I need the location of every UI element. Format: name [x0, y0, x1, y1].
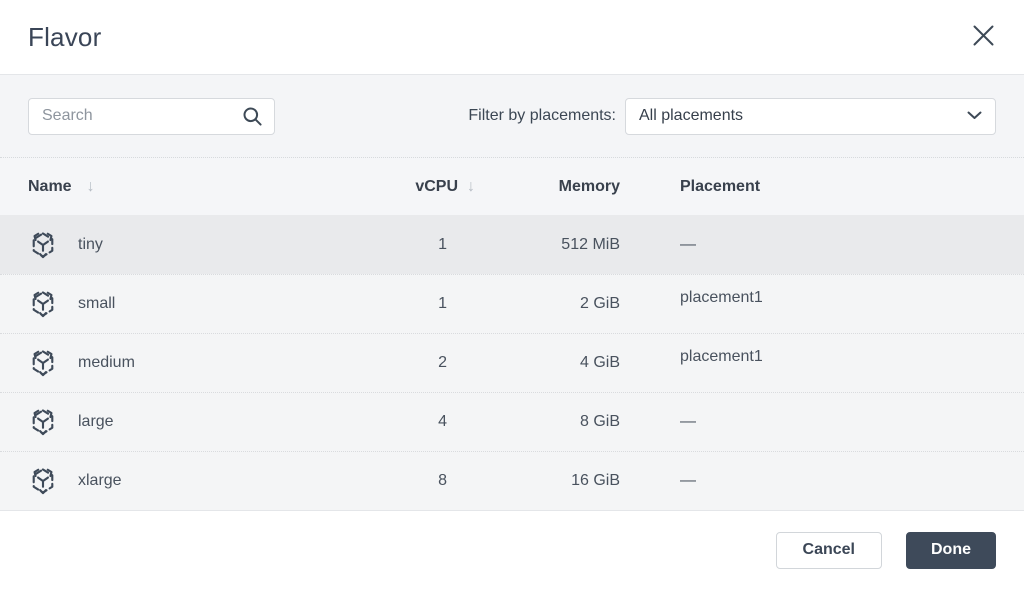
flavor-name-cell: xlarge	[24, 466, 354, 496]
memory-cell: 512 MiB	[454, 236, 620, 254]
placement-filter-select[interactable]: All placements	[625, 98, 996, 135]
flavor-cube-icon	[30, 348, 56, 378]
flavor-name-cell: tiny	[24, 230, 354, 260]
placement-filter-group: Filter by placements: All placements	[468, 98, 996, 135]
done-button[interactable]: Done	[906, 532, 996, 569]
flavor-cube-icon	[30, 230, 56, 260]
vcpu-cell: 2	[354, 354, 454, 372]
close-icon	[972, 24, 995, 50]
search-icon[interactable]	[242, 106, 263, 132]
chevron-down-icon	[967, 107, 982, 125]
page-title: Flavor	[28, 22, 101, 53]
search-box	[28, 98, 275, 135]
placement-filter-label: Filter by placements:	[468, 107, 616, 125]
memory-cell: 16 GiB	[454, 472, 620, 490]
placement-filter-value: All placements	[639, 107, 743, 125]
modal-footer: Cancel Done	[0, 510, 1024, 589]
placement-cell: —	[620, 472, 1000, 490]
column-header-placement: Placement	[620, 178, 1000, 196]
cancel-button[interactable]: Cancel	[776, 532, 882, 569]
flavor-name-cell: small	[24, 289, 354, 319]
flavor-table: Name ↓ vCPU ↓ Memory Placement tiny 1 51…	[0, 158, 1024, 510]
column-header-memory: Memory	[454, 178, 620, 196]
vcpu-cell: 1	[354, 295, 454, 313]
sort-arrow-down-icon[interactable]: ↓	[87, 179, 95, 195]
table-row-medium[interactable]: medium 2 4 GiB placement1	[0, 333, 1024, 392]
memory-cell: 4 GiB	[454, 354, 620, 372]
table-row-tiny[interactable]: tiny 1 512 MiB —	[0, 215, 1024, 274]
vcpu-cell: 4	[354, 413, 454, 431]
table-row-small[interactable]: small 1 2 GiB placement1	[0, 274, 1024, 333]
filter-bar: Filter by placements: All placements	[0, 75, 1024, 158]
placement-cell: placement1	[620, 295, 1000, 313]
modal-title-bar: Flavor	[0, 0, 1024, 75]
flavor-cube-icon	[30, 407, 56, 437]
placement-cell: —	[620, 413, 1000, 431]
vcpu-cell: 1	[354, 236, 454, 254]
flavor-name-cell: large	[24, 407, 354, 437]
flavor-cube-icon	[30, 466, 56, 496]
memory-cell: 8 GiB	[454, 413, 620, 431]
table-header-row: Name ↓ vCPU ↓ Memory Placement	[0, 158, 1024, 215]
table-row-large[interactable]: large 4 8 GiB —	[0, 392, 1024, 451]
memory-cell: 2 GiB	[454, 295, 620, 313]
placement-cell: placement1	[620, 354, 1000, 372]
search-input[interactable]	[28, 98, 275, 135]
table-row-xlarge[interactable]: xlarge 8 16 GiB —	[0, 451, 1024, 510]
placement-cell: —	[620, 236, 1000, 254]
column-header-name[interactable]: Name ↓	[24, 178, 354, 196]
close-button[interactable]	[966, 20, 1000, 54]
flavor-cube-icon	[30, 289, 56, 319]
vcpu-cell: 8	[354, 472, 454, 490]
flavor-name-cell: medium	[24, 348, 354, 378]
